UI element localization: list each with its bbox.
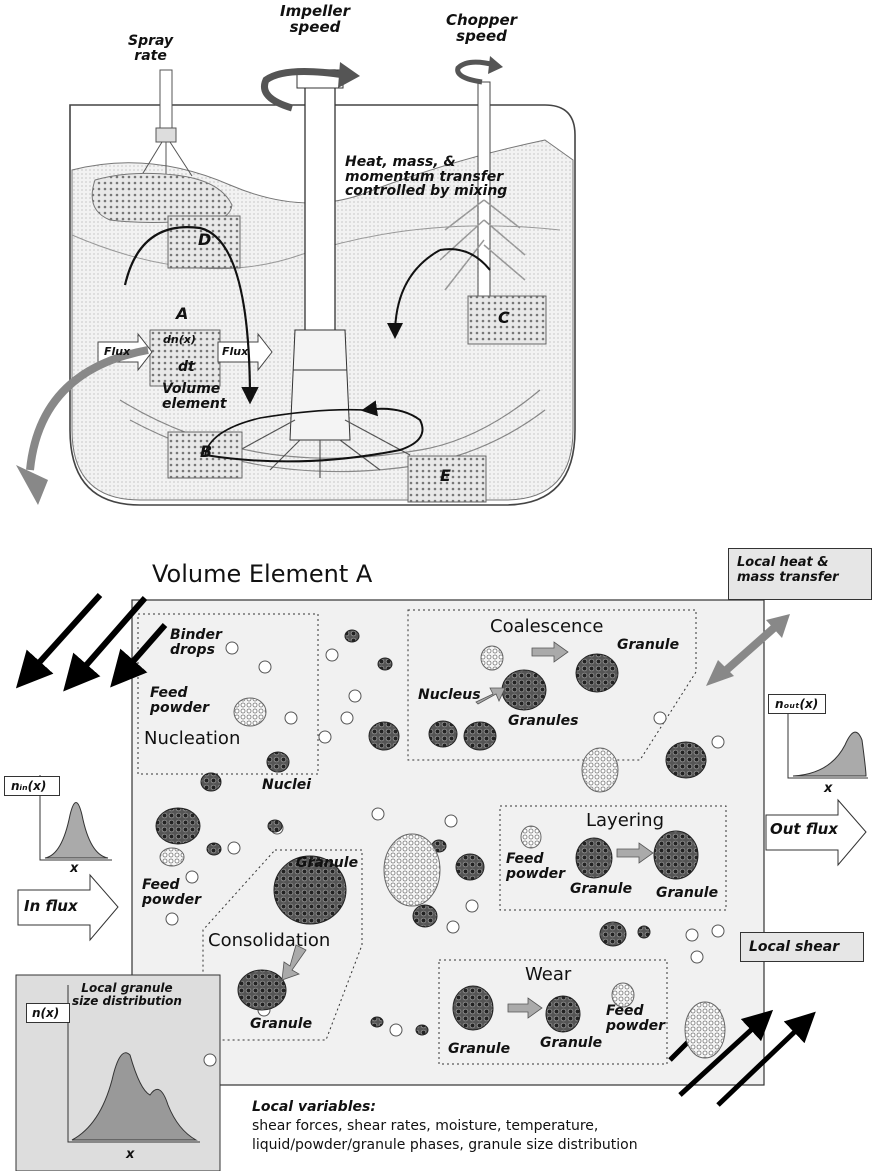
dn-x-label: dn(x) bbox=[163, 334, 196, 346]
feed-powder-1-line-2: powder bbox=[150, 701, 209, 716]
local-variables-block: Local variables: shear forces, shear rat… bbox=[252, 1098, 638, 1155]
consolidation-label: Consolidation bbox=[208, 932, 330, 951]
feed-powder-wear-line-1: Feed bbox=[606, 1004, 665, 1019]
feed-powder-wear-line-2: powder bbox=[606, 1019, 665, 1034]
feed-powder-layer-line-1: Feed bbox=[506, 852, 565, 867]
dt-label: dt bbox=[178, 360, 195, 375]
coalescence-label: Coalescence bbox=[490, 618, 603, 637]
feed-powder-2-label: Feed powder bbox=[142, 878, 201, 907]
impeller-speed-line-2: speed bbox=[280, 20, 350, 36]
zone-d-label: D bbox=[198, 232, 211, 249]
local-heat-box: Local heat & mass transfer bbox=[728, 548, 872, 600]
local-gsd-label: Local granule size distribution bbox=[72, 982, 182, 1007]
volume-element-line-1: Volume bbox=[162, 382, 227, 397]
flux-out-label: Flux bbox=[222, 346, 248, 358]
granule-layering-1-label: Granule bbox=[570, 882, 632, 897]
volume-element-a-title: Volume Element A bbox=[152, 562, 372, 587]
feed-powder-1-line-1: Feed bbox=[150, 686, 209, 701]
n-out-distribution bbox=[788, 712, 868, 778]
out-flux-label: Out flux bbox=[770, 822, 838, 838]
heat-text-line-2: momentum transfer bbox=[345, 170, 507, 185]
feed-powder-wear-label: Feed powder bbox=[606, 1004, 665, 1033]
zone-b-label: B bbox=[200, 444, 212, 461]
chopper-speed-line-2: speed bbox=[446, 29, 517, 45]
local-gsd-line-2: size distribution bbox=[72, 995, 182, 1008]
wear-label: Wear bbox=[525, 966, 571, 985]
local-shear-box: Local shear bbox=[740, 932, 864, 962]
granule-consolidation-bottom-label: Granule bbox=[250, 1017, 312, 1032]
zone-c-label: C bbox=[498, 310, 510, 327]
feed-powder-layer-line-2: powder bbox=[506, 867, 565, 882]
granule-layering-2-label: Granule bbox=[656, 886, 718, 901]
granule-wear-1-label: Granule bbox=[448, 1042, 510, 1057]
granule-coalescence-label: Granule bbox=[617, 638, 679, 653]
heat-text-line-1: Heat, mass, & bbox=[345, 155, 507, 170]
chopper-speed-label: Chopper speed bbox=[446, 13, 517, 45]
local-gsd-line-1: Local granule bbox=[72, 982, 182, 995]
layering-label: Layering bbox=[586, 812, 664, 831]
zone-a-label: A bbox=[176, 306, 188, 323]
feed-powder-layering-label: Feed powder bbox=[506, 852, 565, 881]
n-in-label: nᵢₙ(x) bbox=[4, 776, 60, 796]
impeller-speed-label: Impeller speed bbox=[280, 4, 350, 36]
gsd-x-label: x bbox=[126, 1148, 134, 1162]
nucleation-label: Nucleation bbox=[144, 730, 240, 749]
local-heat-line-1: Local heat & bbox=[737, 555, 871, 570]
volume-element-label: Volume element bbox=[162, 382, 227, 411]
granule-consolidation-top-label: Granule bbox=[296, 856, 358, 871]
local-heat-line-2: mass transfer bbox=[737, 570, 871, 585]
feed-powder-2-line-2: powder bbox=[142, 893, 201, 908]
spray-rate-line-2: rate bbox=[128, 49, 173, 64]
n-in-x-label: x bbox=[70, 862, 78, 876]
nucleus-label: Nucleus bbox=[418, 688, 481, 703]
granules-label: Granules bbox=[508, 714, 578, 729]
feed-powder-nucleation-label: Feed powder bbox=[150, 686, 209, 715]
local-variables-line-2: liquid/powder/granule phases, granule si… bbox=[252, 1136, 638, 1155]
spray-rate-label: Spray rate bbox=[128, 34, 173, 63]
binder-drops-label: Binder drops bbox=[170, 628, 222, 657]
in-flux-label: In flux bbox=[24, 899, 78, 915]
volume-element-line-2: element bbox=[162, 397, 227, 412]
heat-mass-momentum-label: Heat, mass, & momentum transfer controll… bbox=[345, 155, 507, 199]
n-out-x-label: x bbox=[824, 782, 832, 796]
nuclei-label: Nuclei bbox=[262, 778, 311, 793]
flux-in-label: Flux bbox=[104, 346, 130, 358]
heat-text-line-3: controlled by mixing bbox=[345, 184, 507, 199]
spray-rate-line-1: Spray bbox=[128, 34, 173, 49]
zone-e-label: E bbox=[440, 468, 451, 485]
n-x-label: n(x) bbox=[26, 1003, 70, 1023]
feed-powder-2-line-1: Feed bbox=[142, 878, 201, 893]
n-out-label: nₒᵤₜ(x) bbox=[768, 694, 826, 714]
binder-drops-line-2: drops bbox=[170, 643, 222, 658]
local-variables-title: Local variables: bbox=[252, 1098, 638, 1117]
local-variables-line-1: shear forces, shear rates, moisture, tem… bbox=[252, 1117, 638, 1136]
binder-drops-line-1: Binder bbox=[170, 628, 222, 643]
granule-wear-2-label: Granule bbox=[540, 1036, 602, 1051]
